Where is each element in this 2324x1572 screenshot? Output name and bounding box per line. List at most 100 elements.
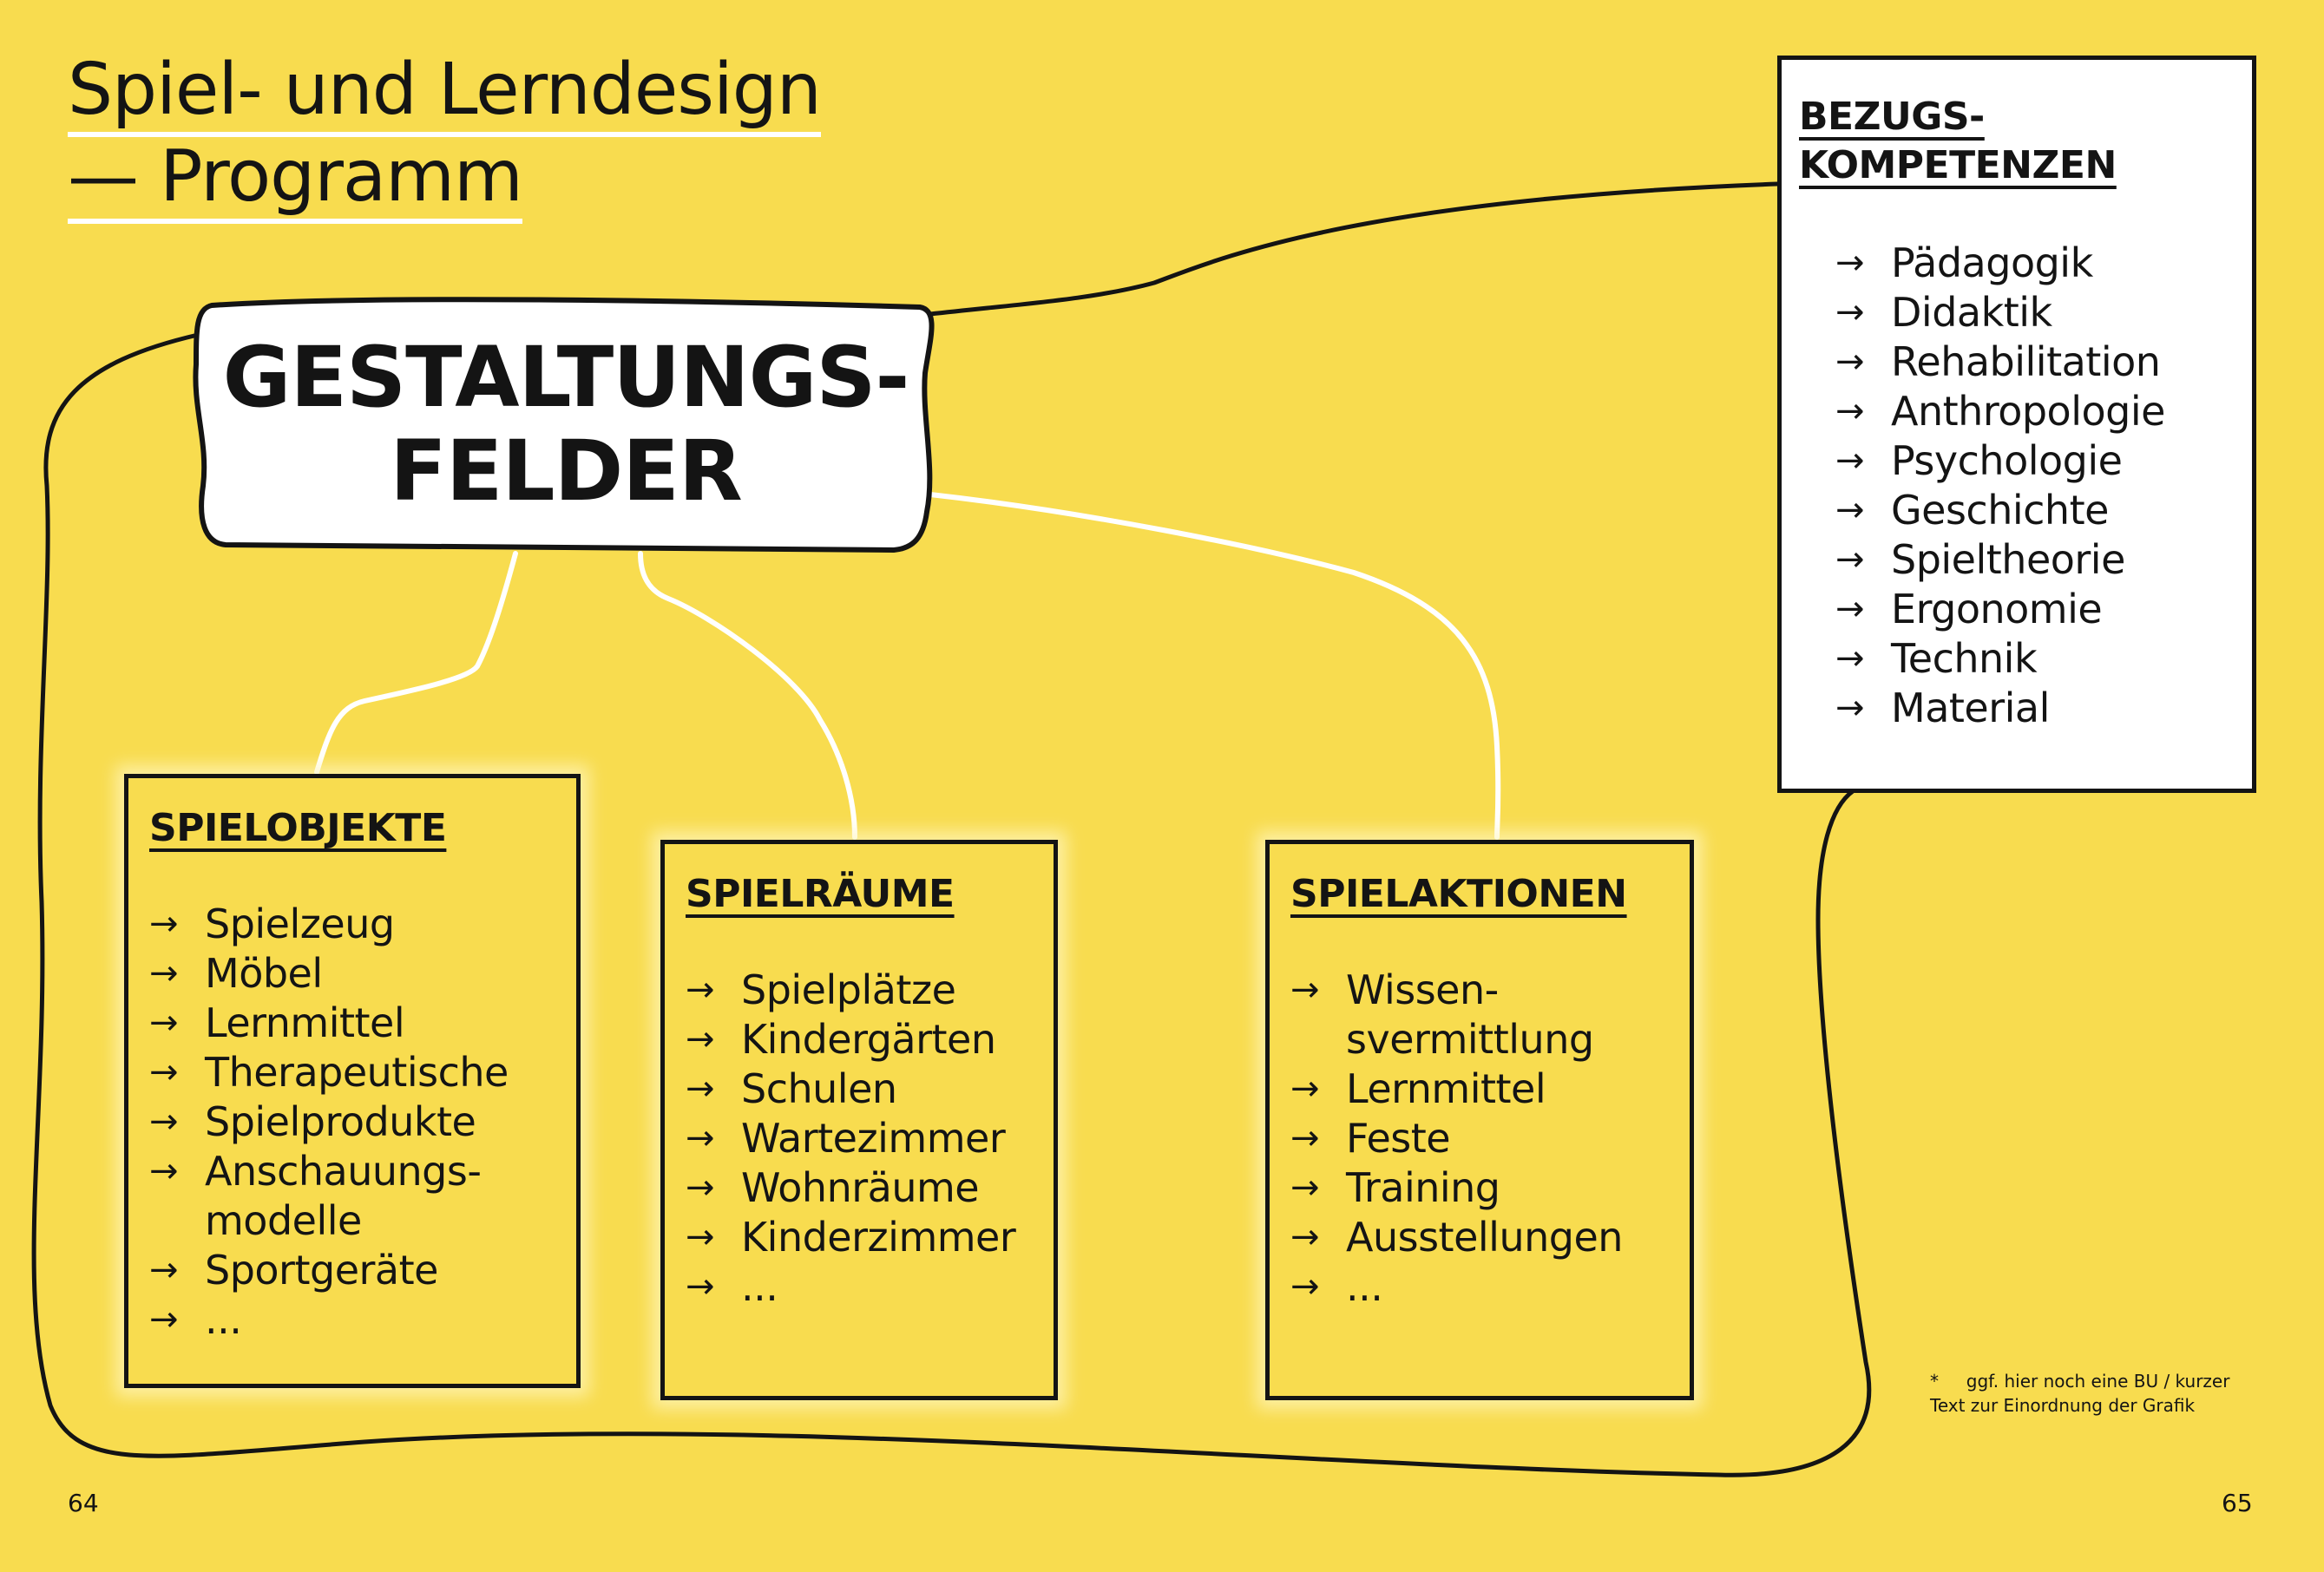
arrow-icon: → xyxy=(686,1019,715,1059)
list-item: → Kinderzimmer xyxy=(686,1213,1033,1262)
connector-spielaktionen xyxy=(928,492,1501,840)
arrow-icon: → xyxy=(1835,243,1865,283)
arrow-icon: → xyxy=(686,1118,715,1158)
arrow-icon: → xyxy=(686,1267,715,1307)
list-item: → Technik xyxy=(1835,634,2235,684)
arrow-icon: → xyxy=(149,904,179,944)
note-line-2: Text zur Einordnung der Grafik xyxy=(1930,1395,2196,1416)
list-item: →Schulen xyxy=(686,1064,1033,1114)
connector-spielraeume xyxy=(638,551,857,840)
list-item-text: ... xyxy=(205,1296,242,1343)
list-item-text: ... xyxy=(741,1263,778,1310)
center-line-1: GESTALTUNGS- xyxy=(222,329,910,427)
list-item-text: Rehabilitation xyxy=(1891,338,2161,385)
page-number-left: 64 xyxy=(68,1489,99,1517)
arrow-icon: → xyxy=(149,1003,179,1043)
field-box-spielraeume: SPIELRÄUME →Spielplätze→Kindergärten→Sch… xyxy=(660,840,1058,1400)
list-item: → Training xyxy=(1290,1163,1669,1213)
list-item: → Spieltheorie xyxy=(1835,535,2235,585)
list-item-text: Kinderzimmer xyxy=(741,1214,1016,1261)
arrow-icon: → xyxy=(1835,441,1865,481)
arrow-icon: → xyxy=(1290,1217,1320,1257)
arrow-icon: → xyxy=(686,1168,715,1208)
field-heading: SPIELRÄUME xyxy=(686,872,955,916)
list-item-text: Psychologie xyxy=(1891,437,2123,484)
arrow-icon: → xyxy=(1835,540,1865,580)
arrow-icon: → xyxy=(149,1300,179,1339)
center-line-2: FELDER xyxy=(390,422,743,520)
arrow-icon: → xyxy=(686,970,715,1010)
arrow-icon: → xyxy=(1835,490,1865,530)
list-item-text: Training xyxy=(1346,1164,1500,1211)
list-item: →... xyxy=(686,1262,1033,1312)
list-item: → Spielprodukte xyxy=(149,1097,555,1147)
list-item-text: Anschauungs- modelle xyxy=(205,1148,482,1244)
list-item-text: Ergonomie xyxy=(1891,586,2103,632)
page-number-right: 65 xyxy=(2222,1489,2253,1517)
list-item: → Ergonomie xyxy=(1835,585,2235,634)
list-item: → Sportgeräte xyxy=(149,1246,555,1295)
enclosing-loop xyxy=(31,332,1872,1477)
list-item-text: Lernmittel xyxy=(1346,1065,1546,1112)
center-box-outline xyxy=(193,297,935,553)
arrow-icon: → xyxy=(1290,1069,1320,1109)
arrow-icon: → xyxy=(1290,970,1320,1010)
list-item-text: Spieltheorie xyxy=(1891,536,2125,583)
field-list: → Wissen- svermittlung → Lernmittel → Feste → T… xyxy=(1290,966,1669,1312)
note-line-1: * ggf. hier noch eine BU / kurzer xyxy=(1930,1371,2230,1392)
list-item-text: ... xyxy=(1346,1263,1383,1310)
list-item-text: Lernmittel xyxy=(205,999,405,1046)
arrow-icon: → xyxy=(1835,639,1865,678)
list-item: → Material xyxy=(1835,684,2235,733)
arrow-icon: → xyxy=(149,1052,179,1092)
arrow-icon: → xyxy=(1835,292,1865,332)
list-item: →Spielplätze xyxy=(686,966,1033,1015)
list-item-text: Material xyxy=(1891,684,2050,731)
list-item-text: Sportgeräte xyxy=(205,1247,438,1294)
list-item: →Kindergärten xyxy=(686,1015,1033,1064)
arrow-icon: → xyxy=(1835,391,1865,431)
arrow-icon: → xyxy=(149,1151,179,1191)
list-item-text: Ausstellungen xyxy=(1346,1214,1623,1261)
list-item-text: Schulen xyxy=(741,1065,897,1112)
list-item: → Anschauungs- modelle xyxy=(149,1147,555,1246)
list-item: → Geschichte xyxy=(1835,486,2235,535)
list-item-text: Therapeutische xyxy=(205,1049,509,1096)
list-item: →... xyxy=(149,1295,555,1345)
bezugskompetenzen-box: BEZUGS- KOMPETENZEN →Pädagogik→Didaktik→… xyxy=(1777,56,2256,793)
list-item-text: Pädagogik xyxy=(1891,239,2093,286)
arrow-icon: → xyxy=(1290,1118,1320,1158)
list-item-text: Feste xyxy=(1346,1115,1451,1162)
arrow-icon: → xyxy=(1835,688,1865,728)
list-item-text: Wartezimmer xyxy=(741,1115,1006,1162)
list-item-text: Spielprodukte xyxy=(205,1098,476,1145)
list-item: →... xyxy=(1290,1262,1669,1312)
field-box-spielaktionen: SPIELAKTIONEN →Wissen- svermittlung→Lern… xyxy=(1265,840,1694,1400)
list-item: →Didaktik xyxy=(1835,288,2235,337)
list-item: → Ausstellungen xyxy=(1290,1213,1669,1262)
arrow-icon: → xyxy=(149,1102,179,1142)
field-list: →Spielplätze→Kindergärten→Schulen→Wartez… xyxy=(686,966,1033,1312)
title-line-1: Spiel- und Lerndesign xyxy=(68,50,822,137)
arrow-icon: → xyxy=(1290,1168,1320,1208)
reference-heading: BEZUGS- KOMPETENZEN xyxy=(1799,93,2235,190)
list-item-text: Geschichte xyxy=(1891,487,2109,534)
title-line-2: — Programm xyxy=(68,136,523,224)
gestaltungsfelder-box: GESTALTUNGS- FELDER xyxy=(201,304,930,547)
list-item-text: Technik xyxy=(1891,635,2038,682)
arrow-icon: → xyxy=(149,1250,179,1290)
list-item-text: Wohnräume xyxy=(741,1164,980,1211)
reference-heading-line-2: KOMPETENZEN xyxy=(1799,143,2117,187)
arrow-icon: → xyxy=(1835,589,1865,629)
list-item-text: Wissen- svermittlung xyxy=(1346,966,1594,1063)
page-title: Spiel- und Lerndesign — Programm xyxy=(68,50,822,224)
reference-heading-line-1: BEZUGS- xyxy=(1799,95,1985,139)
list-item-text: Möbel xyxy=(205,950,323,997)
field-heading: SPIELOBJEKTE xyxy=(149,806,447,850)
arrow-icon: → xyxy=(686,1217,715,1257)
list-item: → Wartezimmer xyxy=(686,1114,1033,1163)
field-box-spielobjekte: SPIELOBJEKTE →Spielzeug→Möbel→Lernmittel… xyxy=(124,774,581,1388)
list-item: → Wissen- svermittlung xyxy=(1290,966,1669,1064)
